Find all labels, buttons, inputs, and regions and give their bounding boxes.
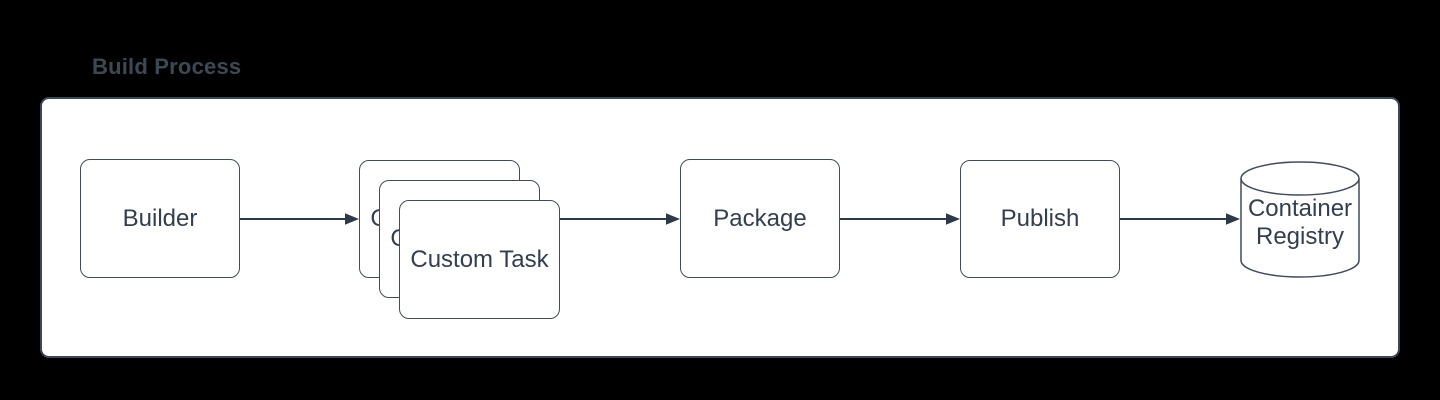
diagram-title: Build Process (92, 54, 242, 79)
node-publish-label: Publish (1000, 205, 1080, 232)
node-publish[interactable]: Publish (960, 160, 1120, 278)
node-container-registry-label: Container Registry (1247, 195, 1353, 250)
node-package[interactable]: Package (680, 159, 840, 278)
node-custom-task-label: Custom Task (410, 245, 549, 273)
node-container-registry[interactable]: Container Registry (1240, 161, 1360, 278)
node-builder-label: Builder (122, 204, 198, 232)
node-custom-task[interactable]: Custom Task (399, 200, 560, 319)
cylinder-shape-icon (1240, 161, 1360, 278)
node-package-label: Package (713, 204, 807, 232)
node-builder[interactable]: Builder (80, 159, 240, 278)
